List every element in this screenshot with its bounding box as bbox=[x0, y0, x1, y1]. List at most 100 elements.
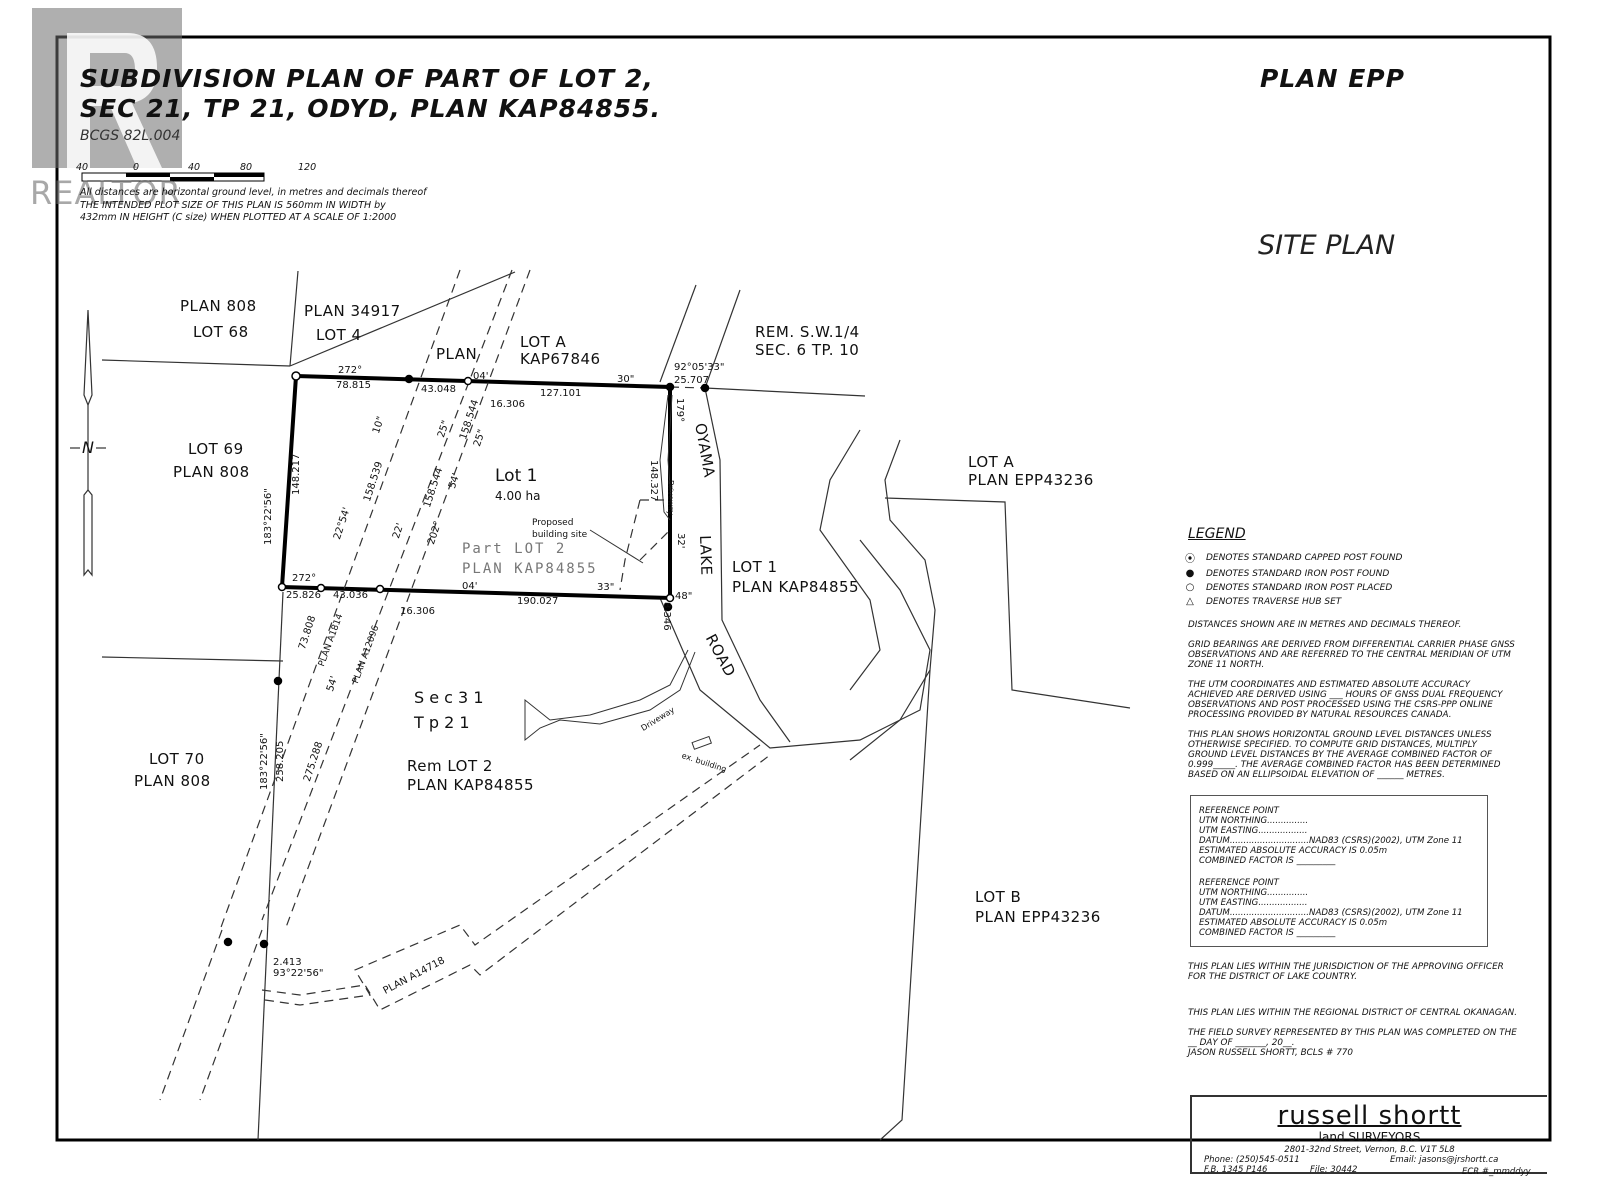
dim-top-04: 04' bbox=[473, 371, 489, 382]
scale-note-plot-1: THE INTENDED PLOT SIZE OF THIS PLAN IS 5… bbox=[80, 200, 386, 211]
ref-line: UTM NORTHING............... bbox=[1199, 816, 1309, 826]
parcel-rem-lot2-plan: PLAN KAP84855 bbox=[407, 776, 535, 794]
note-approving-officer: THIS PLAN LIES WITHIN THE JURISDICTION O… bbox=[1188, 962, 1504, 982]
dim-bot-seg2: 43.036 bbox=[333, 590, 368, 601]
survey-notes: DISTANCES SHOWN ARE IN METRES AND DECIMA… bbox=[1188, 620, 1518, 790]
traverse-hub-icon: △ bbox=[1186, 596, 1194, 607]
ecr-number: ECR #_mmddyy bbox=[1462, 1167, 1531, 1177]
company-email: Email: jasons@jrshortt.ca bbox=[1390, 1155, 1499, 1165]
road-lake: LAKE bbox=[696, 534, 716, 576]
reference-point-1: REFERENCE POINT UTM NORTHING............… bbox=[1199, 806, 1463, 866]
dim-ne-bearing: 92°05'33" bbox=[674, 362, 725, 373]
note-ground-distances: THIS PLAN SHOWS HORIZONTAL GROUND LEVEL … bbox=[1188, 730, 1501, 780]
dim-east-dist: 148.327 bbox=[648, 460, 659, 502]
note-surveyor: JASON RUSSELL SHORTT, BCLS # 770 bbox=[1188, 1048, 1354, 1058]
dim-top-seg2: 43.048 bbox=[421, 384, 456, 395]
plan-number: PLAN EPP bbox=[1260, 64, 1405, 93]
tp-21: T p 2 1 bbox=[414, 713, 470, 732]
note-field-survey: THE FIELD SURVEY REPRESENTED BY THIS PLA… bbox=[1188, 1028, 1517, 1048]
file-number: File: 30442 bbox=[1310, 1165, 1358, 1175]
dim-bot-seg3: 190.027 bbox=[517, 596, 559, 607]
scale-tick: 40 bbox=[188, 162, 201, 173]
legend-text: DENOTES STANDARD IRON POST FOUND bbox=[1206, 568, 1390, 579]
dim-offset-bot: 16.306 bbox=[400, 606, 435, 617]
reference-point-box: REFERENCE POINT UTM NORTHING............… bbox=[1190, 795, 1488, 947]
dim-west-dist: 148.217 bbox=[291, 453, 302, 495]
dim-top-seg1: 78.815 bbox=[336, 380, 371, 391]
dim-s-2413: 2.413 bbox=[273, 957, 302, 968]
parcel-lot4: LOT 4 bbox=[316, 326, 362, 344]
parcel-lot1-kap: LOT 1 bbox=[732, 558, 778, 576]
parcel-lot70: LOT 70 bbox=[149, 750, 205, 768]
ref-line: UTM EASTING.................. bbox=[1199, 898, 1308, 908]
legend-item: ⦿ DENOTES STANDARD CAPPED POST FOUND bbox=[1184, 550, 1403, 566]
plan-title-line1: SUBDIVISION PLAN OF PART OF LOT 2, bbox=[80, 64, 654, 93]
legend-text: DENOTES STANDARD CAPPED POST FOUND bbox=[1206, 552, 1403, 563]
reference-point-2: REFERENCE POINT UTM NORTHING............… bbox=[1199, 878, 1463, 938]
note-grid-bearings: GRID BEARINGS ARE DERIVED FROM DIFFERENT… bbox=[1188, 640, 1515, 670]
note-utm: THE UTM COORDINATES AND ESTIMATED ABSOLU… bbox=[1188, 680, 1503, 720]
scale-tick: 40 bbox=[76, 162, 89, 173]
dim-top-bearing: 272° bbox=[338, 365, 363, 376]
legend-title: LEGEND bbox=[1188, 526, 1246, 542]
legend-text: DENOTES STANDARD IRON POST PLACED bbox=[1206, 582, 1393, 593]
ref-line: ESTIMATED ABSOLUTE ACCURACY IS 0.05m bbox=[1199, 918, 1388, 928]
note-regional-district: THIS PLAN LIES WITHIN THE REGIONAL DISTR… bbox=[1188, 1008, 1518, 1018]
scale-tick: 120 bbox=[298, 162, 317, 173]
scale-tick: 80 bbox=[240, 162, 253, 173]
ref-line: ESTIMATED ABSOLUTE ACCURACY IS 0.05m bbox=[1199, 846, 1388, 856]
dim-west-bearing: 183°22'56" bbox=[263, 488, 274, 545]
parcel-lotB-epp: LOT B bbox=[975, 888, 1022, 906]
north-label: N bbox=[82, 438, 94, 457]
dim-top-30: 30" bbox=[617, 374, 635, 385]
parcel-kap67846: KAP67846 bbox=[520, 350, 601, 368]
company-name-text: russell shortt bbox=[1277, 1101, 1462, 1131]
parcel-lotA-epp-plan: PLAN EPP43236 bbox=[968, 471, 1094, 489]
part-lot2: Part LOT 2 bbox=[462, 541, 567, 557]
dim-east-179: 179° bbox=[674, 398, 685, 423]
lot1-area: 4.00 ha bbox=[495, 489, 541, 503]
dim-top-seg3: 127.101 bbox=[540, 388, 582, 399]
parcel-lotB-epp-plan: PLAN EPP43236 bbox=[975, 908, 1101, 926]
scale-note-plot-2: 432mm IN HEIGHT (C size) WHEN PLOTTED AT… bbox=[80, 212, 397, 223]
dim-sw-258205: 258.205 bbox=[275, 740, 286, 782]
company-address: 2801-32nd Street, Vernon, B.C. V1T 5L8 bbox=[1284, 1145, 1455, 1155]
dim-s-bearing: 93°22'56" bbox=[273, 968, 324, 979]
dim-ne-dist: 25.707 bbox=[674, 375, 709, 386]
legend-text: DENOTES TRAVERSE HUB SET bbox=[1206, 596, 1342, 607]
scale-tick: 0 bbox=[133, 162, 140, 173]
north-arrow bbox=[70, 309, 106, 577]
ref-line: COMBINED FACTOR IS _________ bbox=[1199, 928, 1336, 938]
ref-line: DATUM.............................NAD83 … bbox=[1199, 836, 1463, 846]
sec-31: S e c 3 1 bbox=[414, 688, 484, 707]
dim-east-8346: 8.346 bbox=[661, 602, 672, 631]
parcel-lot69-plan: PLAN 808 bbox=[173, 463, 250, 481]
proposed-site-2: building site bbox=[532, 530, 588, 540]
parcel-sec6-tp10: SEC. 6 TP. 10 bbox=[755, 341, 860, 359]
parcel-rem-sw: REM. S.W.1/4 bbox=[755, 323, 860, 341]
realtor-watermark-text: REALTOR bbox=[30, 174, 182, 212]
parcel-lot68: LOT 68 bbox=[193, 323, 249, 341]
field-book: F.B. 1345 P146 bbox=[1204, 1165, 1268, 1175]
company-subtitle: land SURVEYORS bbox=[1318, 1130, 1421, 1144]
dim-bot-seg1: 25.826 bbox=[286, 590, 321, 601]
parcel-plan34917: PLAN 34917 bbox=[304, 302, 401, 320]
legend-item: ● DENOTES STANDARD IRON POST FOUND bbox=[1184, 568, 1402, 579]
parcel-lot69: LOT 69 bbox=[188, 440, 244, 458]
ref-line: UTM NORTHING............... bbox=[1199, 888, 1309, 898]
legend-item: ○ DENOTES STANDARD IRON POST PLACED bbox=[1184, 582, 1402, 593]
ref-line: COMBINED FACTOR IS _________ bbox=[1199, 856, 1336, 866]
parcel-lot70-plan: PLAN 808 bbox=[134, 772, 211, 790]
jurisdiction-notes: THIS PLAN LIES WITHIN THE JURISDICTION O… bbox=[1188, 962, 1518, 1068]
dim-east-32: 32' bbox=[675, 533, 686, 549]
dim-bot-33: 33" bbox=[597, 582, 615, 593]
bcgs-label: BCGS 82L.004 bbox=[80, 128, 181, 144]
driveway-label-upper: Driveway bbox=[666, 480, 675, 516]
lot1-name: Lot 1 bbox=[495, 466, 538, 486]
parcel-plan: PLAN bbox=[436, 345, 478, 363]
scale-note-distances: All distances are horizontal ground leve… bbox=[80, 187, 427, 198]
parcel-lot1-kap-plan: PLAN KAP84855 bbox=[732, 578, 860, 596]
part-lot2-plan: PLAN KAP84855 bbox=[462, 561, 598, 577]
legend-item: △ DENOTES TRAVERSE HUB SET bbox=[1184, 596, 1402, 607]
